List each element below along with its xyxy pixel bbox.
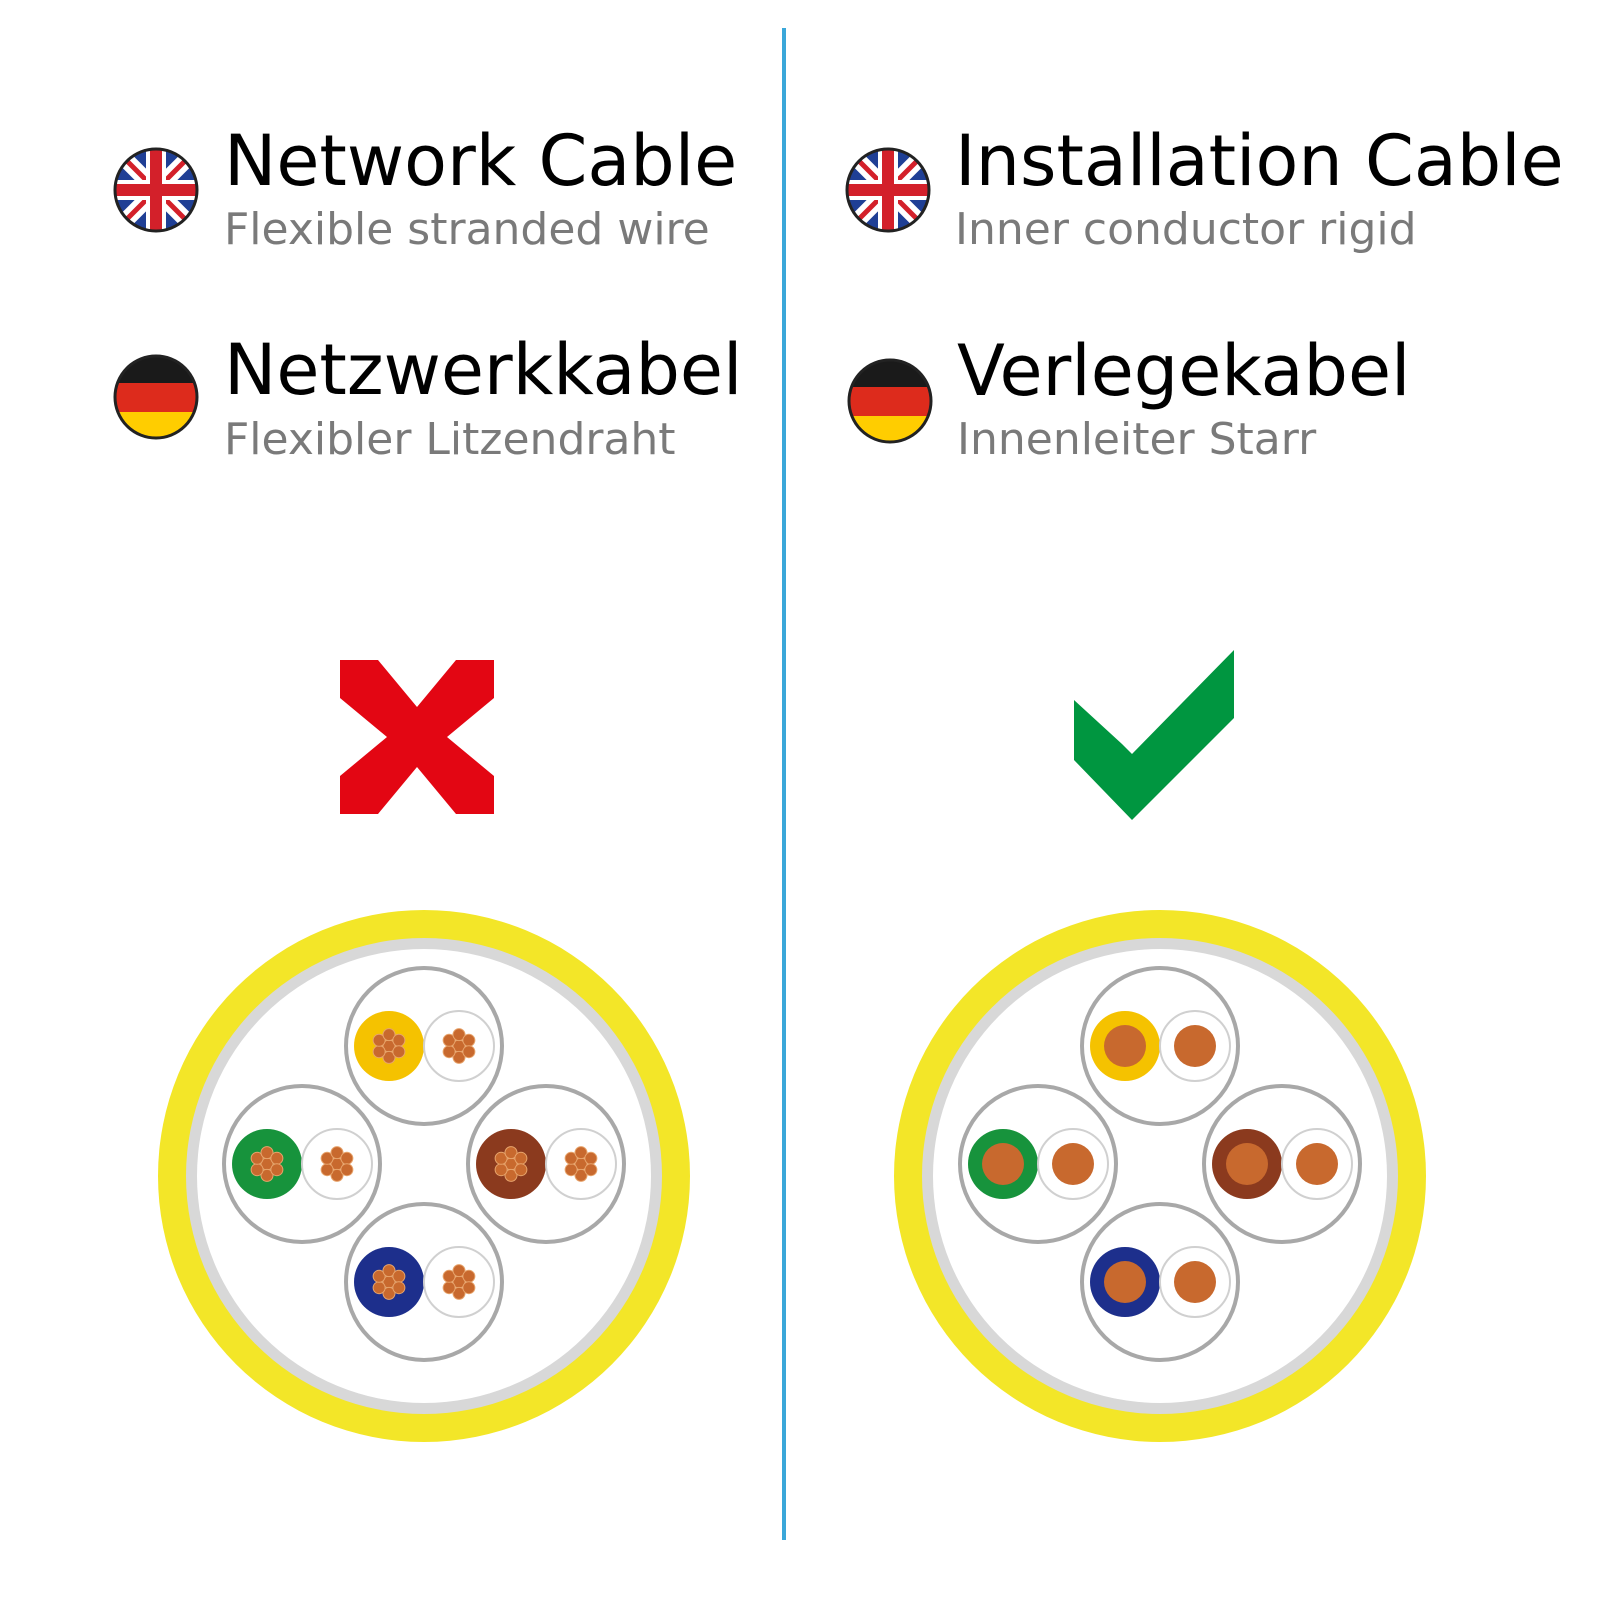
left-en-subtitle: Flexible stranded wire xyxy=(224,204,710,255)
solid-cable-cross-section xyxy=(894,910,1426,1442)
right-en-title: Installation Cable xyxy=(955,120,1564,202)
left-de-subtitle: Flexibler Litzendraht xyxy=(224,414,676,465)
pair-brown xyxy=(466,1084,626,1244)
left-de-title: Netzwerkkabel xyxy=(224,329,743,411)
germany-flag-icon xyxy=(847,358,933,444)
pair-orange xyxy=(344,966,504,1126)
pair-green xyxy=(958,1084,1118,1244)
left-en-title: Network Cable xyxy=(224,120,738,202)
pair-brown xyxy=(1202,1084,1362,1244)
green-check-icon xyxy=(1074,650,1234,820)
pair-blue xyxy=(1080,1202,1240,1362)
right-de-subtitle: Innenleiter Starr xyxy=(957,414,1317,465)
center-divider xyxy=(782,28,786,1540)
germany-flag-icon xyxy=(113,354,199,440)
pair-orange xyxy=(1080,966,1240,1126)
right-en-subtitle: Inner conductor rigid xyxy=(955,204,1417,255)
pair-blue xyxy=(344,1202,504,1362)
red-x-icon xyxy=(340,660,494,814)
uk-flag-icon xyxy=(845,147,931,233)
stranded-cable-cross-section xyxy=(158,910,690,1442)
right-de-title: Verlegekabel xyxy=(957,330,1411,412)
uk-flag-icon xyxy=(113,147,199,233)
pair-green xyxy=(222,1084,382,1244)
